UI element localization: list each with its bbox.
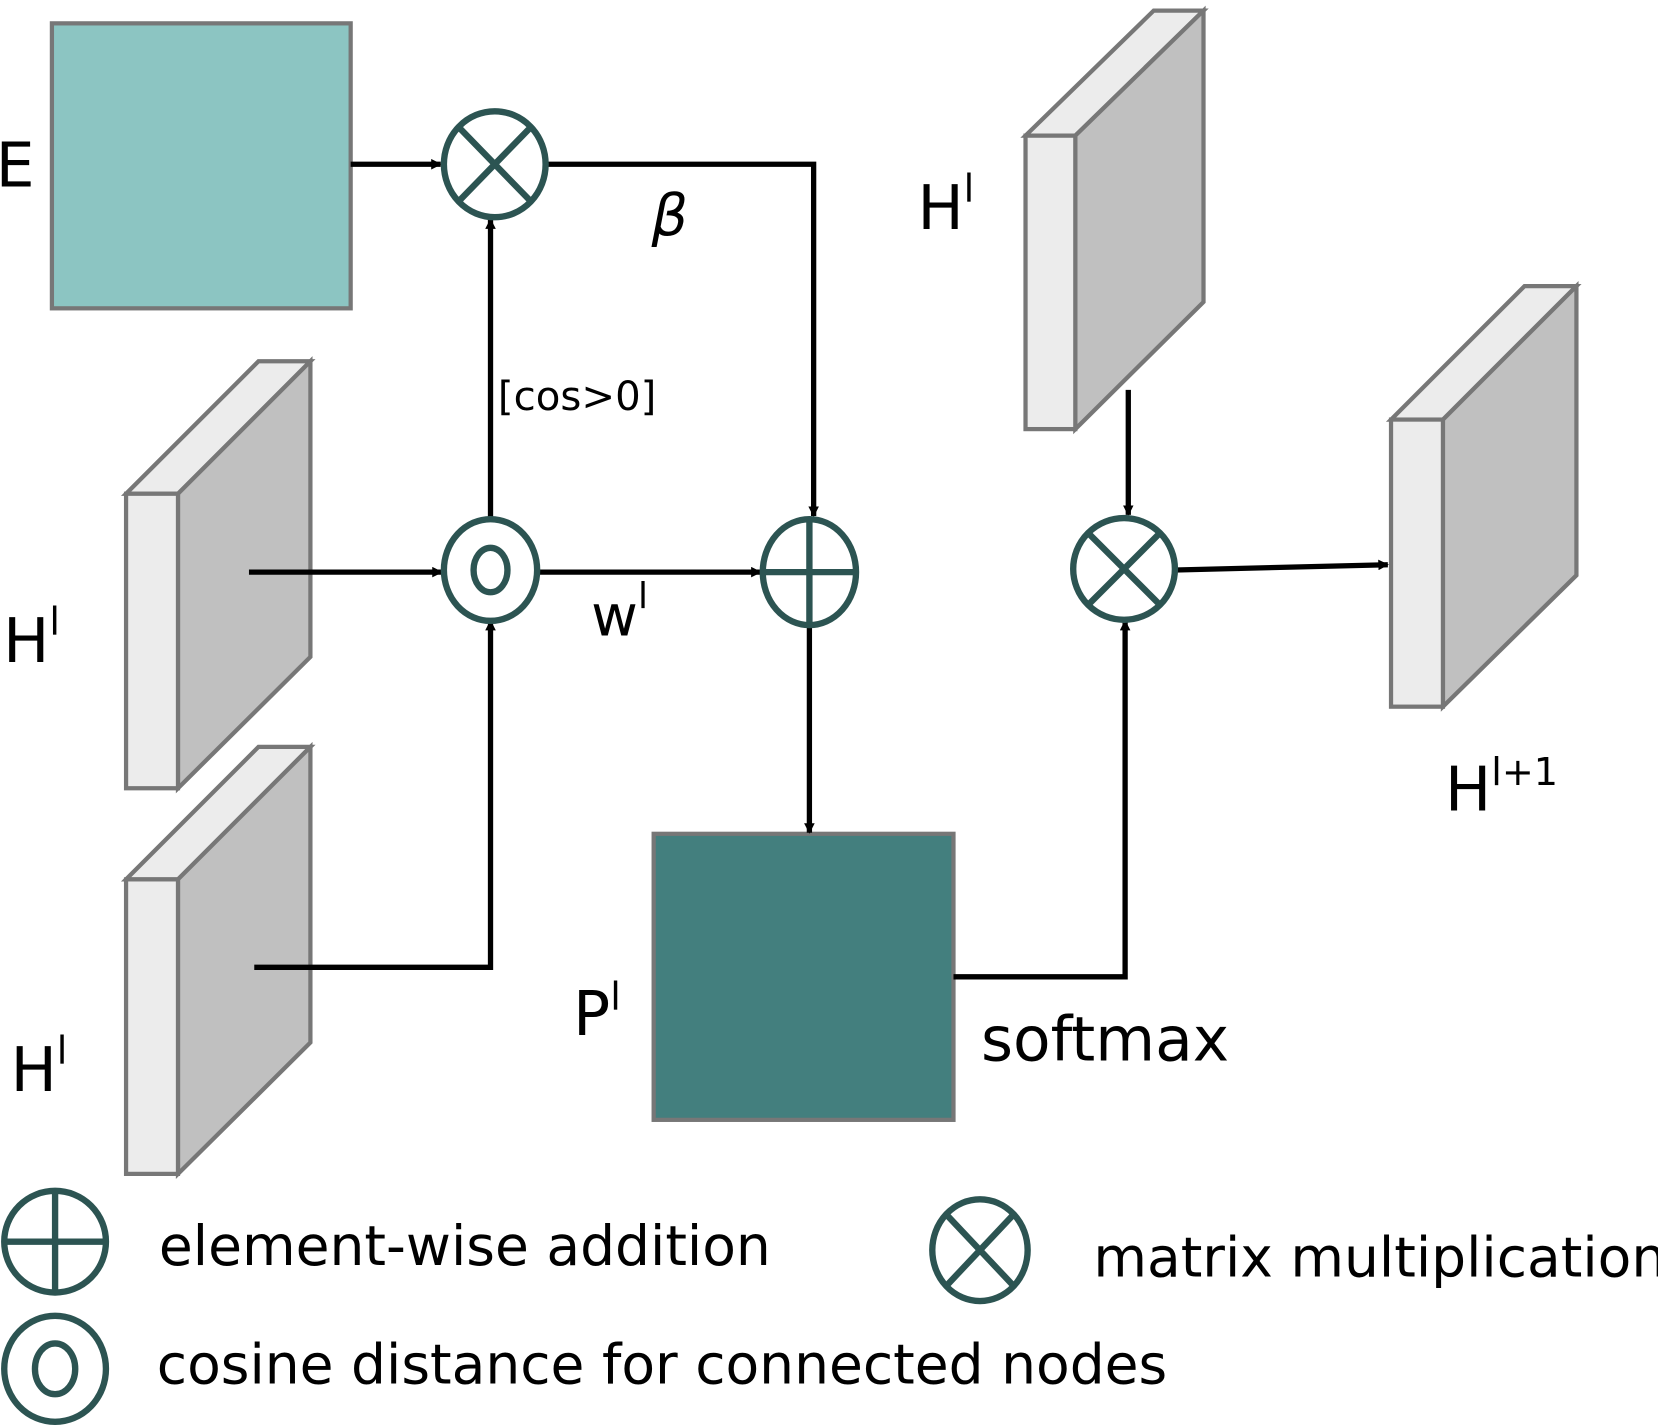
label-h-left: Hl — [3, 600, 60, 678]
label-e: E — [0, 130, 35, 201]
label-p: Pl — [573, 975, 621, 1050]
feature-slab-h3 — [1020, 5, 1209, 435]
p-box — [651, 831, 956, 1122]
legend-addition-icon — [1, 1187, 110, 1296]
legend-cosine-label: cosine distance for connected nodes — [157, 1333, 1167, 1397]
embedding-box — [49, 21, 353, 311]
legend-multiplication-icon — [929, 1196, 1031, 1305]
label-h-top: Hl — [917, 166, 974, 244]
feature-slab-h2 — [120, 741, 316, 1179]
connectors — [248, 158, 1389, 980]
label-beta: β — [651, 183, 689, 249]
legend-cosine-icon — [1, 1312, 110, 1425]
legend-addition-label: element-wise addition — [159, 1214, 771, 1278]
label-h-next: Hl+1 — [1445, 750, 1558, 825]
matrix-multiplication-icon — [440, 108, 549, 221]
feature-slab-h1 — [120, 356, 316, 794]
element-wise-addition-icon — [759, 515, 860, 629]
label-cos-condition: [cos>0] — [498, 374, 656, 420]
legend: element-wise addition matrix multiplicat… — [1, 1187, 1658, 1425]
label-softmax: softmax — [981, 1005, 1229, 1076]
label-h-bottom: Hl — [11, 1029, 68, 1107]
legend-multiplication-label: matrix multiplication — [1093, 1226, 1658, 1290]
cosine-distance-icon — [440, 515, 541, 625]
matrix-multiplication-icon — [1070, 514, 1179, 623]
label-w: wl — [591, 576, 648, 650]
feature-slab-h-next — [1385, 280, 1582, 712]
